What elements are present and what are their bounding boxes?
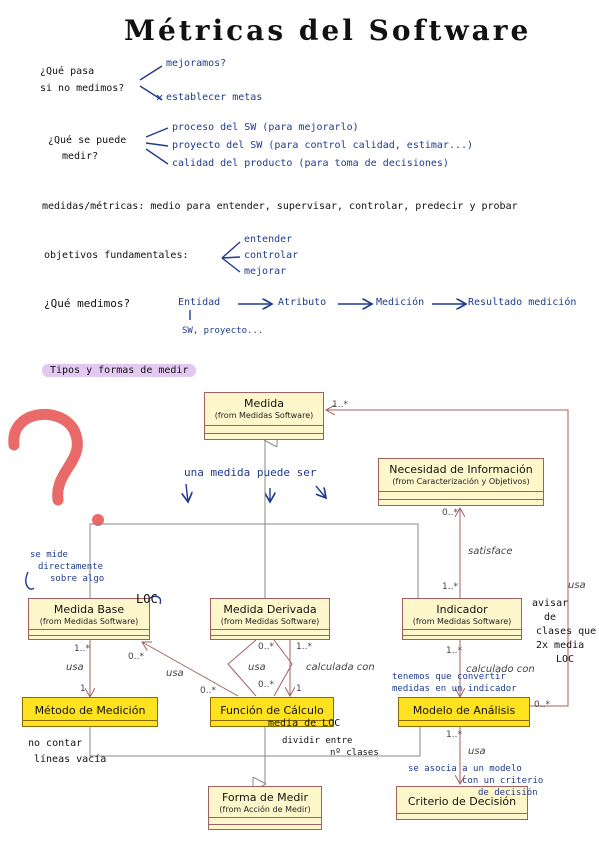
answer-quality: calidad del producto (para toma de decis… — [172, 158, 449, 169]
class-criterio-decision-name: Criterio de Decisión — [407, 795, 517, 808]
note-loc: LOC — [136, 592, 158, 606]
class-indicador-name: Indicador — [436, 603, 488, 616]
objective-understand: entender — [244, 234, 293, 245]
question-what-measure-line1: ¿Qué se puede — [48, 135, 127, 146]
label-usa-funcion: usa — [166, 668, 184, 679]
label-calculado-con: calculado con — [466, 664, 535, 675]
note-tenemos-1: tenemos que convertir — [392, 672, 506, 682]
class-forma-medir-name: Forma de Medir — [221, 791, 308, 804]
class-medida-base-from: (from Medidas Software) — [39, 617, 139, 626]
class-necesidad-from: (from Caracterización y Objetivos) — [392, 477, 530, 486]
objectives-label: objetivos fundamentales: — [44, 250, 189, 261]
answer-improve: mejoramos? — [166, 58, 227, 69]
class-modelo-analisis-name: Modelo de Análisis — [412, 704, 516, 717]
mult-modelo-bottom: 1..* — [446, 730, 462, 740]
objective-control: controlar — [244, 250, 299, 261]
types-heading: Tipos y formas de medir — [42, 364, 197, 377]
class-metodo-medicion: Método de Medición — [22, 697, 158, 727]
label-satisface: satisface — [468, 546, 513, 557]
chain-attribute: Atributo — [278, 297, 327, 308]
label-usa-right: usa — [568, 580, 586, 591]
chain-entity: Entidad — [178, 297, 221, 308]
measures-definition: medidas/métricas: medio para entender, s… — [42, 201, 518, 212]
note-media-1: media de LOC — [268, 718, 341, 729]
class-metodo-medicion-name: Método de Medición — [34, 704, 146, 717]
chain-measurement: Medición — [376, 297, 425, 308]
note-se-mide-3: sobre algo — [50, 574, 105, 584]
label-usa-modelo: usa — [468, 746, 486, 757]
note-avisar-5: LOC — [556, 654, 575, 665]
note-no-contar-2: líneas vacía — [34, 754, 107, 765]
mult-base-right: 0..* — [128, 652, 144, 662]
mult-derivada-left: 0..* — [258, 642, 274, 652]
class-forma-medir: Forma de Medir (from Acción de Medir) — [208, 786, 322, 830]
class-medida-base-name: Medida Base — [53, 603, 125, 616]
note-avisar-3: clases que — [536, 626, 597, 637]
note-avisar-2: de — [544, 612, 557, 623]
class-medida-base: Medida Base (from Medidas Software) — [28, 598, 150, 640]
answer-process: proceso del SW (para mejorarlo) — [172, 122, 359, 133]
note-asocia-1: se asocia a un modelo — [408, 764, 522, 774]
mult-modelo-right: 0..* — [534, 700, 550, 710]
mult-indicador-bottom: 1..* — [446, 646, 462, 656]
question-what-measure-line2: medir? — [62, 151, 99, 162]
mult-medida: 1..* — [332, 400, 348, 410]
note-se-mide-2: directamente — [38, 562, 104, 572]
chain-result: Resultado medición — [468, 297, 577, 308]
mult-funcion-left: 0..* — [200, 686, 216, 696]
answer-set-goals: establecer metas — [166, 92, 263, 103]
page-title: Métricas del Software — [124, 14, 532, 47]
question-what-happens-line1: ¿Qué pasa — [40, 66, 95, 77]
label-calculada-con: calculada con — [306, 662, 375, 673]
note-se-mide-1: se mide — [30, 550, 68, 560]
mult-derivada-right: 1..* — [296, 642, 312, 652]
class-medida-name: Medida — [243, 397, 285, 410]
note-una-medida: una medida puede ser — [184, 466, 317, 479]
answer-project: proyecto del SW (para control calidad, e… — [172, 140, 474, 151]
class-medida-derivada-name: Medida Derivada — [223, 603, 317, 616]
mult-funcion-mid: 0..* — [258, 680, 274, 690]
note-asocia-3: de decisión — [478, 788, 538, 798]
note-no-contar-1: no contar — [28, 738, 83, 749]
class-necesidad: Necesidad de Información (from Caracteri… — [378, 458, 544, 506]
note-avisar-1: avisar — [532, 598, 569, 609]
chain-entity-examples: SW, proyecto... — [182, 326, 264, 336]
objective-improve: mejorar — [244, 266, 287, 277]
class-medida-from: (from Medidas Software) — [214, 411, 314, 420]
mult-indicador-top: 1..* — [442, 582, 458, 592]
mult-funcion-right: 1 — [296, 684, 302, 694]
class-indicador: Indicador (from Medidas Software) — [402, 598, 522, 640]
class-forma-medir-from: (from Acción de Medir) — [219, 805, 311, 814]
class-funcion-calculo-name: Función de Cálculo — [220, 704, 324, 717]
mult-base-bottom: 1..* — [74, 644, 90, 654]
mult-necesidad: 0..* — [442, 508, 458, 518]
class-criterio-decision: Criterio de Decisión — [396, 786, 528, 820]
label-usa-base: usa — [66, 662, 84, 673]
label-usa-derivada: usa — [248, 662, 266, 673]
class-necesidad-name: Necesidad de Información — [389, 463, 533, 476]
note-media-2: dividir entre — [282, 736, 353, 746]
class-medida-derivada-from: (from Medidas Software) — [220, 617, 320, 626]
question-what-happens-line2: si no medimos? — [40, 83, 125, 94]
note-asocia-2: con un criterio — [462, 776, 544, 786]
class-funcion-calculo: Función de Cálculo — [210, 697, 334, 727]
class-indicador-from: (from Medidas Software) — [412, 617, 512, 626]
note-tenemos-2: medidas en un indicador — [392, 684, 517, 694]
note-brackets — [25, 65, 466, 605]
class-medida: Medida (from Medidas Software) — [204, 392, 324, 440]
question-mark-icon — [8, 409, 104, 526]
question-what-we-measure: ¿Qué medimos? — [44, 297, 131, 310]
note-media-3: nº clases — [330, 748, 379, 758]
class-modelo-analisis: Modelo de Análisis — [398, 697, 530, 727]
note-avisar-4: 2x media — [536, 640, 585, 651]
x-mark-icon: ✕ — [156, 90, 164, 104]
mult-metodo: 1 — [80, 684, 86, 694]
class-medida-derivada: Medida Derivada (from Medidas Software) — [210, 598, 330, 640]
